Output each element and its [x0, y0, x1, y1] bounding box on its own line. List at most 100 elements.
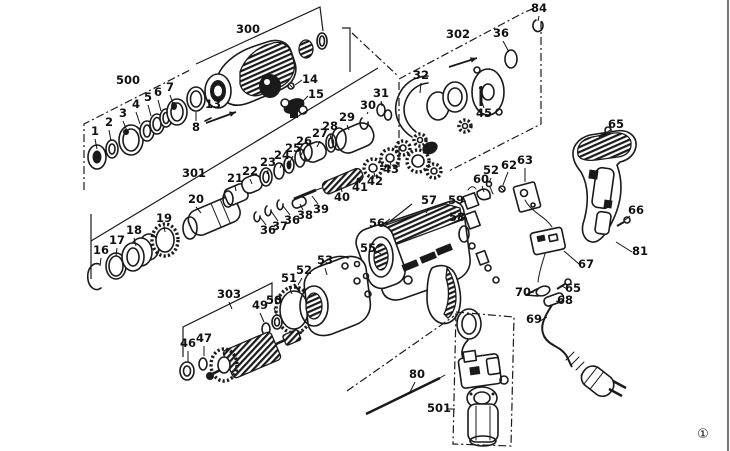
- leader-line: [300, 148, 305, 156]
- part-label-65: 65: [565, 281, 581, 295]
- part-label-42: 42: [367, 174, 383, 188]
- part-label-55: 55: [360, 241, 376, 255]
- assembly-boundary-line: [346, 315, 455, 392]
- leader-line: [461, 217, 468, 220]
- part-label-5: 5: [144, 90, 152, 104]
- clamshell-302-drawing: [394, 19, 544, 148]
- direction-arrow-head: [470, 57, 477, 63]
- part-label-68: 68: [557, 293, 573, 307]
- leader-line: [555, 300, 560, 303]
- spindle-parts-drawing: [86, 196, 241, 291]
- part-label-2: 2: [105, 115, 113, 129]
- leader-line: [615, 241, 633, 253]
- leader-line: [99, 257, 102, 267]
- assembly-boundary-line: [452, 311, 515, 447]
- assembly-boundary-line: [351, 32, 399, 77]
- part-label-81: 81: [632, 244, 648, 258]
- part-label-26: 26: [296, 134, 312, 148]
- leader-line: [195, 206, 202, 214]
- leader-line: [488, 177, 492, 184]
- leader-line: [297, 277, 303, 286]
- direction-arrow-head: [229, 111, 236, 117]
- armature-field-drawing: [179, 255, 372, 383]
- part-label-31: 31: [373, 86, 389, 100]
- leader-line: [228, 301, 233, 310]
- part-label-39: 39: [313, 202, 329, 216]
- part-label-58: 58: [449, 210, 465, 224]
- leader-line: [282, 205, 291, 216]
- boundary-and-leader-lines: [83, 0, 729, 451]
- leader-line: [301, 95, 309, 103]
- part-label-57: 57: [421, 193, 437, 207]
- leader-line: [259, 312, 265, 323]
- part-label-4: 4: [132, 97, 140, 111]
- leader-line: [366, 111, 369, 115]
- part-label-37: 37: [272, 219, 288, 233]
- cord-plug-drawing: [525, 278, 627, 398]
- part-label-30: 30: [360, 98, 376, 112]
- part-label-1: 1: [91, 124, 99, 138]
- leader-line: [169, 94, 174, 105]
- part-label-36: 36: [260, 223, 276, 237]
- leader-line: [122, 120, 128, 132]
- leader-line: [624, 215, 631, 221]
- depth-rod-drawing: [365, 374, 446, 416]
- part-label-27: 27: [312, 126, 328, 140]
- part-label-16: 16: [93, 243, 109, 257]
- part-label-8: 8: [192, 120, 200, 134]
- part-label-80: 80: [409, 367, 425, 381]
- leader-line: [340, 186, 343, 193]
- part-label-13: 13: [205, 97, 221, 111]
- leader-line: [324, 267, 328, 276]
- part-label-41: 41: [352, 180, 368, 194]
- leader-line: [249, 178, 253, 185]
- gear-housing-drawing: [186, 32, 328, 122]
- leader-line: [382, 218, 391, 225]
- part-label-84: 84: [531, 1, 547, 15]
- part-label-40: 40: [334, 190, 350, 204]
- leader-line: [561, 285, 568, 290]
- leader-line: [299, 203, 304, 211]
- part-label-14: 14: [302, 72, 318, 86]
- part-label-70: 70: [515, 285, 531, 299]
- part-label-32: 32: [413, 68, 429, 82]
- part-label-25: 25: [285, 141, 301, 155]
- part-label-59: 59: [448, 193, 464, 207]
- part-label-22: 22: [242, 164, 258, 178]
- part-label-66: 66: [628, 203, 644, 217]
- part-label-51: 51: [281, 271, 297, 285]
- part-label-52: 52: [483, 163, 499, 177]
- assembly-label-500: 500: [116, 73, 140, 87]
- leader-line: [234, 185, 237, 192]
- leader-line: [502, 40, 510, 53]
- leader-line: [380, 100, 383, 107]
- leader-line: [528, 291, 535, 294]
- leader-line: [279, 162, 283, 169]
- leader-line: [603, 129, 611, 136]
- motor-housing-drawing: [355, 200, 482, 340]
- part-label-62: 62: [501, 158, 517, 172]
- leader-line: [147, 104, 152, 117]
- assembly-label-302: 302: [446, 27, 470, 41]
- part-label-15: 15: [308, 87, 324, 101]
- assembly-boundary-line: [398, 6, 538, 80]
- part-label-38: 38: [297, 208, 313, 222]
- part-label-49: 49: [252, 298, 268, 312]
- leader-line: [270, 210, 279, 222]
- striker-parts-drawing: [222, 103, 443, 223]
- part-label-56: 56: [369, 216, 385, 230]
- leader-line: [539, 316, 548, 322]
- part-label-46: 46: [180, 336, 196, 350]
- assembly-boundary-line: [342, 27, 351, 72]
- leader-line: [266, 169, 269, 175]
- leader-line: [316, 140, 321, 148]
- leader-line: [358, 181, 361, 184]
- leader-line: [311, 195, 319, 205]
- part-label-47: 47: [196, 331, 212, 345]
- leader-line: [294, 79, 303, 86]
- leader-line: [133, 237, 137, 247]
- leader-line: [408, 381, 416, 395]
